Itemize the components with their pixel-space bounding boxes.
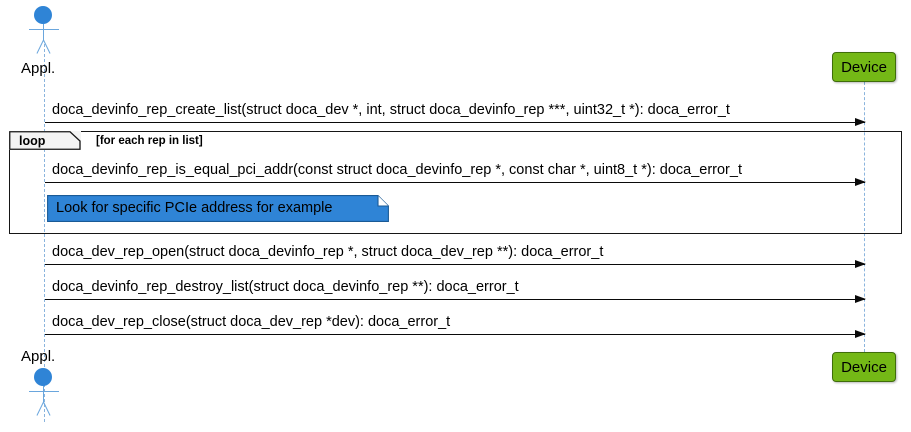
message-label-3: doca_dev_rep_open(struct doca_devinfo_re… [52,244,604,260]
message-arrow-1 [45,117,866,126]
loop-operator-label: loop [19,134,46,148]
note-text: Look for specific PCIe address for examp… [56,200,333,216]
message-arrow-5 [45,329,866,338]
actor-head-icon [34,368,52,386]
actor-label-appl-bottom: Appl. [21,348,56,365]
actor-leg-left-icon [36,401,44,416]
message-label-1: doca_devinfo_rep_create_list(struct doca… [52,102,730,118]
loop-guard-label: [for each rep in list] [96,135,203,147]
actor-arms-icon [29,29,59,30]
participant-device-bottom[interactable]: Device [832,352,896,382]
actor-body-icon [43,386,44,403]
actor-leg-left-icon [36,39,44,54]
message-arrow-2 [45,177,866,186]
actor-leg-right-icon [43,39,51,54]
loop-tab-shape-icon [9,131,81,150]
loop-fragment-tab [9,131,81,150]
loop-fragment-frame [9,131,902,234]
note-box[interactable]: Look for specific PCIe address for examp… [47,195,389,222]
lifeline-device [864,82,865,352]
message-label-2: doca_devinfo_rep_is_equal_pci_addr(const… [52,162,742,178]
message-label-4: doca_devinfo_rep_destroy_list(struct doc… [52,279,519,295]
actor-body-icon [43,24,44,41]
actor-label-appl-top: Appl. [21,60,56,77]
actor-leg-right-icon [43,401,51,416]
note-shape-icon [47,195,389,222]
actor-head-icon [34,6,52,24]
actor-appl-bottom[interactable] [21,368,67,416]
participant-device-top[interactable]: Device [832,52,896,82]
message-arrow-4 [45,294,866,303]
message-label-5: doca_dev_rep_close(struct doca_dev_rep *… [52,314,451,330]
actor-arms-icon [29,391,59,392]
actor-appl-top[interactable] [21,6,67,54]
message-arrow-3 [45,259,866,268]
